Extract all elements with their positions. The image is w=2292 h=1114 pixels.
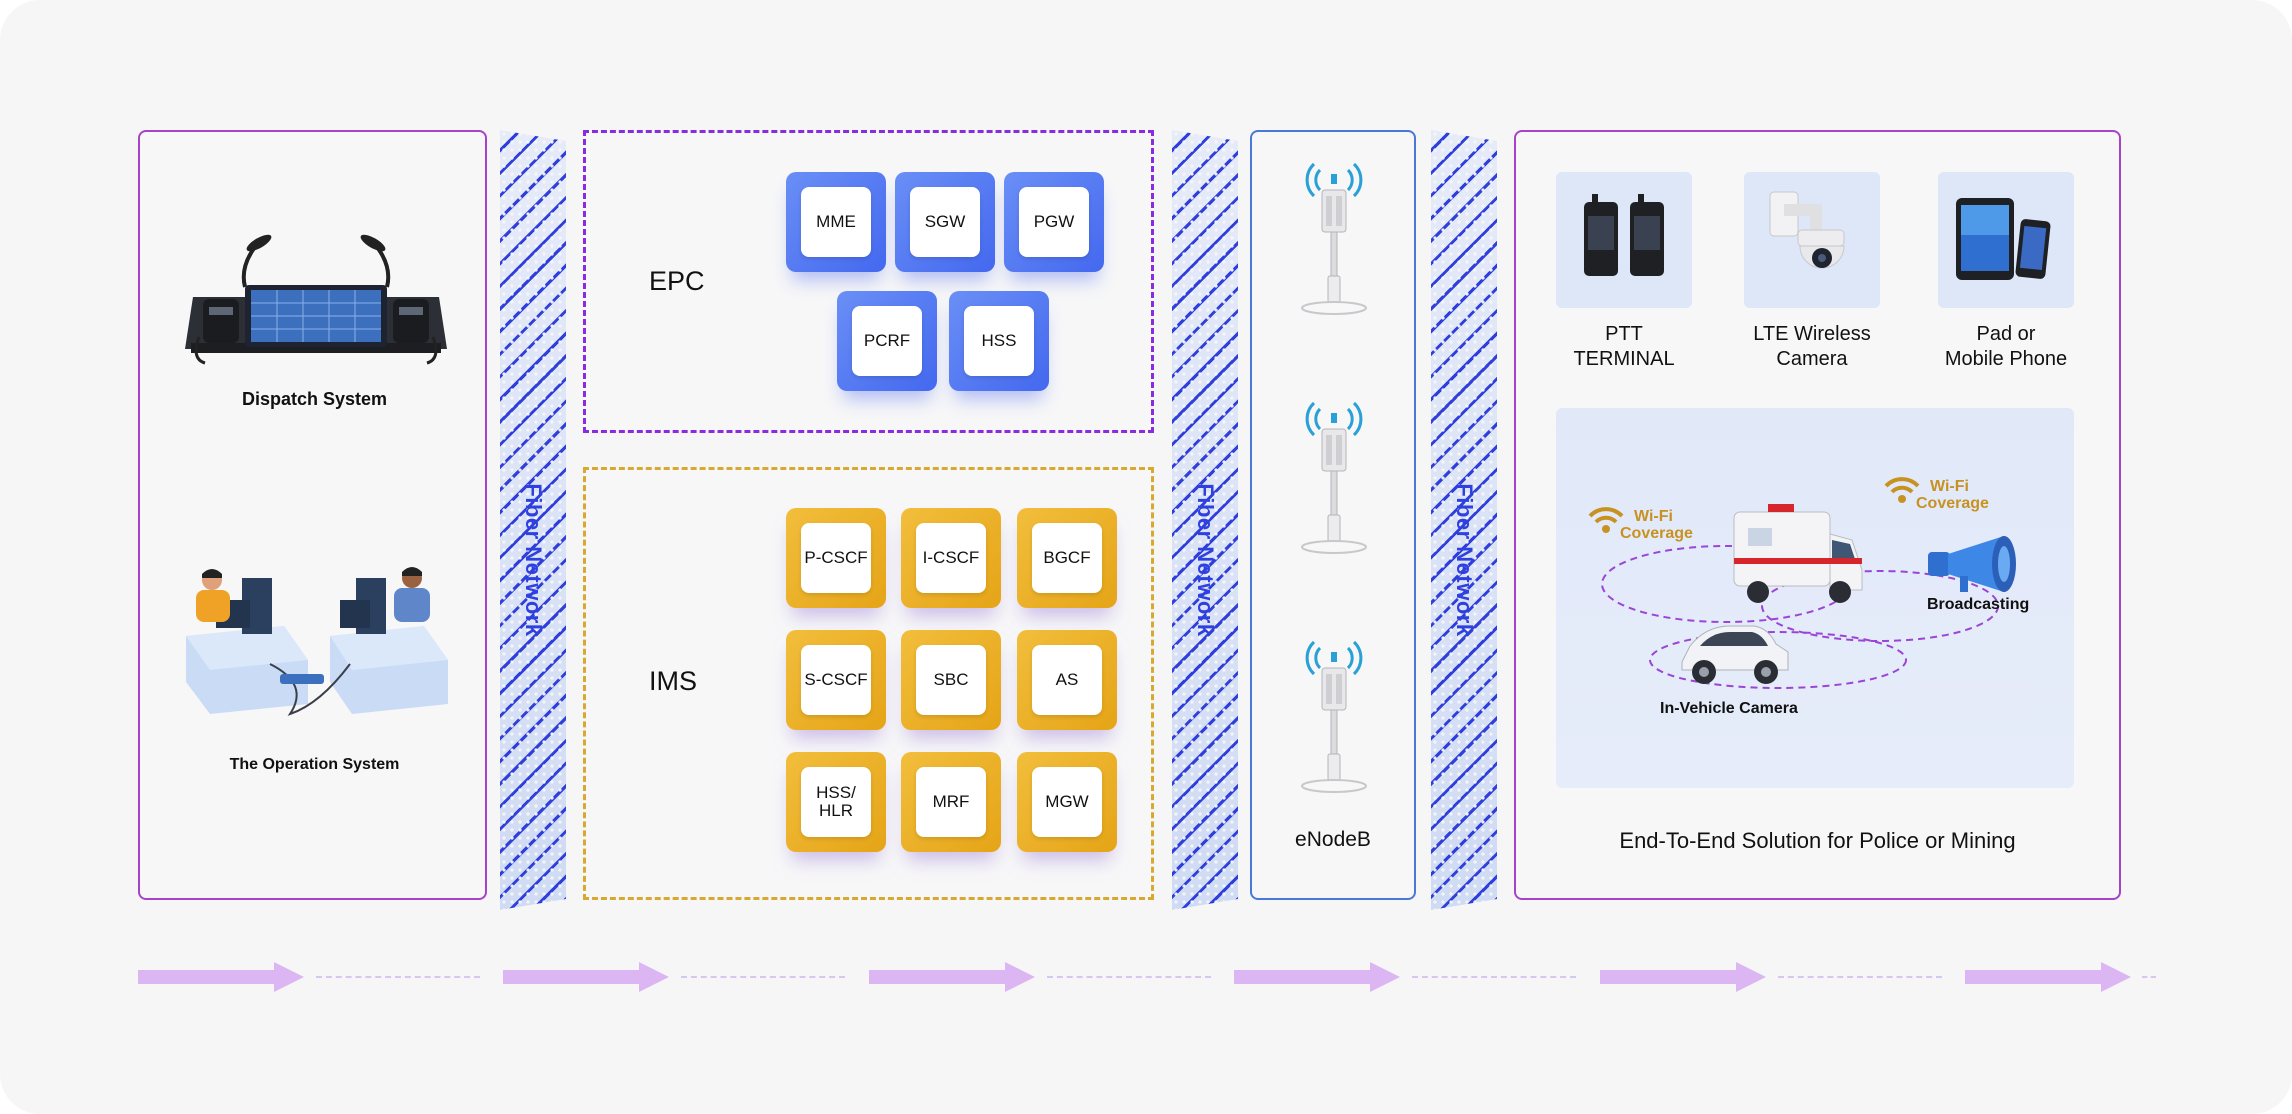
broadcasting-label: Broadcasting bbox=[1927, 596, 2030, 613]
epc-label: EPC bbox=[649, 266, 705, 296]
dispatch-console-icon bbox=[185, 234, 447, 365]
pad-phone-tile bbox=[1938, 172, 2074, 308]
flow-dashed-line bbox=[316, 976, 480, 978]
flow-arrow-icon bbox=[1965, 962, 2131, 992]
dome-camera-icon bbox=[1769, 191, 1845, 269]
operation-system-icon bbox=[186, 567, 448, 716]
wifi-coverage-label-right: Wi-Fi Coverage bbox=[1916, 478, 1989, 512]
wifi-icon bbox=[1884, 477, 1920, 503]
tablet-phone-icon bbox=[1956, 198, 2051, 280]
flow-dashed-line bbox=[1778, 976, 1942, 978]
in-vehicle-camera-label: In-Vehicle Camera bbox=[1660, 700, 1798, 717]
ambulance-icon bbox=[1733, 504, 1863, 603]
epc-node-hss: HSS bbox=[949, 291, 1049, 391]
ims-node-bgcf: BGCF bbox=[1017, 508, 1117, 608]
base-station-icon bbox=[1301, 640, 1367, 793]
fiber-network-label: Fiber Network bbox=[521, 483, 546, 637]
flow-dashed-line bbox=[2142, 976, 2156, 978]
epc-panel: EPC MME SGW PGW PCRF HSS bbox=[583, 130, 1154, 433]
flow-arrow-icon bbox=[869, 962, 1035, 992]
enodeb-label: eNodeB bbox=[1295, 828, 1371, 851]
base-station-icon bbox=[1301, 401, 1367, 554]
flow-arrow-icon bbox=[1600, 962, 1766, 992]
fiber-network-strip-2: Fiber Network bbox=[1172, 130, 1238, 910]
fiber-network-strip-1: Fiber Network bbox=[500, 130, 566, 910]
base-station-icon bbox=[1301, 162, 1367, 315]
enodeb-panel: eNodeB bbox=[1250, 130, 1416, 900]
dispatch-panel: Dispatch System The Operation System bbox=[138, 130, 487, 900]
dispatch-system-label: Dispatch System bbox=[241, 389, 388, 409]
epc-node-sgw: SGW bbox=[895, 172, 995, 272]
ims-node-mrf: MRF bbox=[901, 752, 1001, 852]
ims-node-p-cscf: P-CSCF bbox=[786, 508, 886, 608]
lte-camera-tile bbox=[1744, 172, 1880, 308]
loudspeaker-icon bbox=[1928, 536, 2016, 592]
epc-node-mme: MME bbox=[786, 172, 886, 272]
ims-node-hss-hlr: HSS/ HLR bbox=[786, 752, 886, 852]
epc-node-pgw: PGW bbox=[1004, 172, 1104, 272]
fiber-network-strip-3: Fiber Network bbox=[1431, 130, 1497, 910]
fiber-network-label: Fiber Network bbox=[1452, 483, 1477, 637]
ptt-terminal-icon bbox=[1584, 194, 1664, 276]
suv-icon bbox=[1681, 625, 1789, 684]
flow-dashed-line bbox=[1047, 976, 1211, 978]
ims-node-sbc: SBC bbox=[901, 630, 1001, 730]
flow-arrow-icon bbox=[138, 962, 304, 992]
flow-dashed-line bbox=[1412, 976, 1576, 978]
flow-arrow-icon bbox=[503, 962, 669, 992]
fiber-network-label: Fiber Network bbox=[1193, 483, 1218, 637]
ims-panel: IMS P-CSCF I-CSCF BGCF S-CSCF SBC AS HSS… bbox=[583, 467, 1154, 900]
ims-node-mgw: MGW bbox=[1017, 752, 1117, 852]
vehicle-scene: Wi-Fi Coverage Wi-Fi Coverage bbox=[1556, 408, 2074, 788]
ims-node-as: AS bbox=[1017, 630, 1117, 730]
ims-label: IMS bbox=[649, 666, 698, 696]
flow-arrows bbox=[0, 962, 2292, 992]
ptt-terminal-tile bbox=[1556, 172, 1692, 308]
epc-node-pcrf: PCRF bbox=[837, 291, 937, 391]
wifi-icon bbox=[1588, 507, 1624, 533]
ims-node-s-cscf: S-CSCF bbox=[786, 630, 886, 730]
wifi-coverage-label-left: Wi-Fi Coverage bbox=[1620, 508, 1693, 542]
operation-system-label: The Operation System bbox=[229, 756, 400, 773]
solution-footer-label: End-To-End Solution for Police or Mining bbox=[1619, 828, 2016, 853]
ims-node-i-cscf: I-CSCF bbox=[901, 508, 1001, 608]
flow-arrow-icon bbox=[1234, 962, 1400, 992]
flow-dashed-line bbox=[681, 976, 845, 978]
